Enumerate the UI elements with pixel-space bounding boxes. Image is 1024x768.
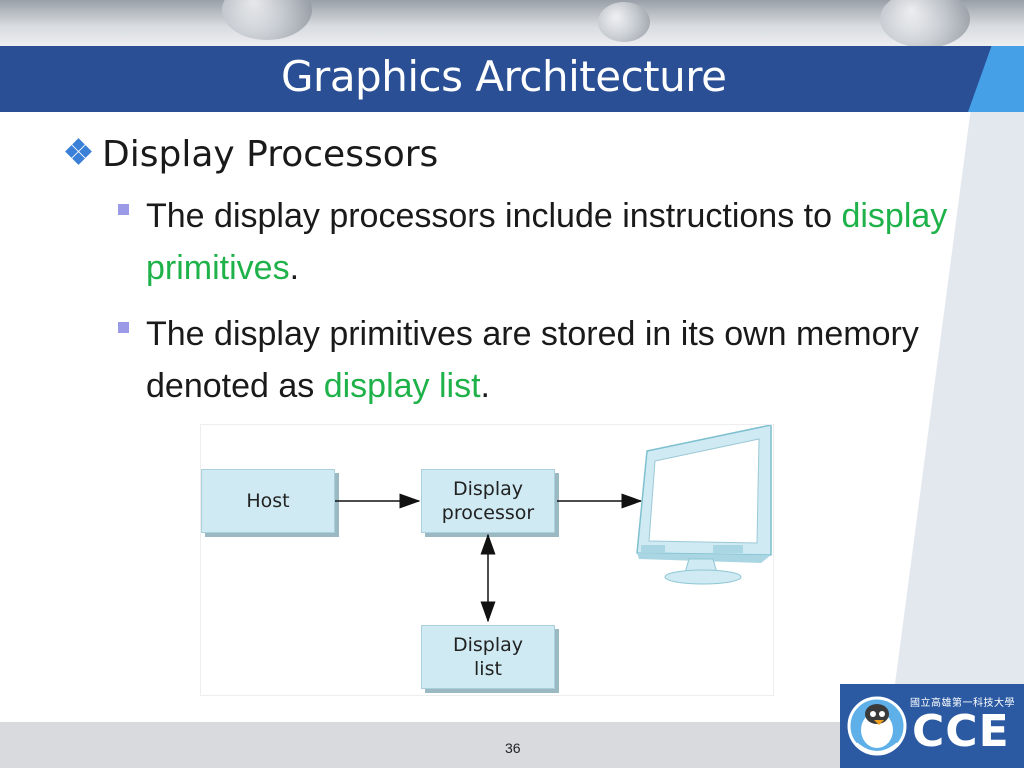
top-decoration (0, 0, 1024, 48)
section-heading: Display Processors (102, 134, 439, 175)
diamond-bullet-icon (62, 138, 102, 170)
diagram-connectors (335, 425, 772, 623)
sub-bullet-2: The display primitives are stored in its… (118, 308, 976, 412)
main-bullet: Display Processors (62, 134, 438, 175)
penguin-logo-icon (847, 696, 907, 756)
host-box: Host (201, 469, 335, 533)
monitor-icon (636, 425, 772, 585)
logo-subtitle: 國立高雄第一科技大學 (910, 698, 1015, 709)
page-number: 36 (505, 740, 521, 756)
highlight-term: display primitives (146, 197, 948, 287)
square-bullet-icon (118, 322, 129, 333)
bullet-text-1: The display processors include instructi… (146, 197, 948, 287)
page-title: Graphics Architecture (281, 52, 727, 101)
title-bar (0, 46, 1010, 112)
square-bullet-icon (118, 204, 129, 215)
bullet-text-2: The display primitives are stored in its… (146, 315, 919, 405)
sub-bullet-1: The display processors include instructi… (118, 190, 976, 294)
cce-logo: 國立高雄第一科技大學 CCE (840, 684, 1024, 768)
highlight-term: display list (323, 367, 481, 405)
logo-text: CCE (912, 706, 1010, 757)
